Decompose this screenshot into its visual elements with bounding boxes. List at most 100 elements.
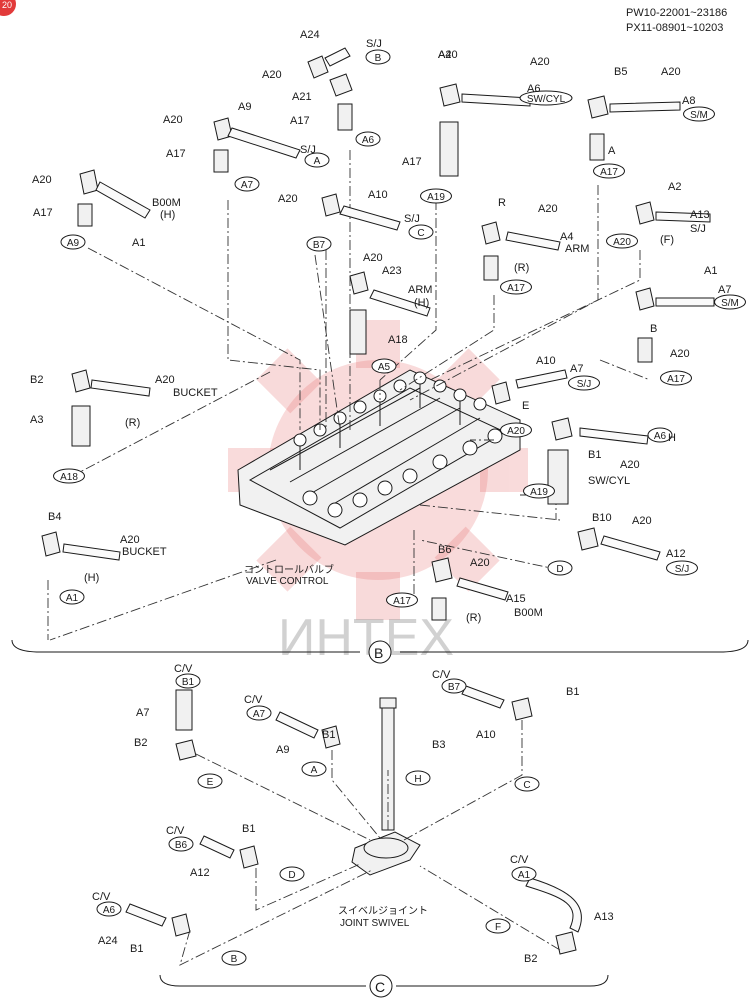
reference-tag-oval [365,49,391,65]
part-label: C/V [166,825,185,837]
serial-range-2: PX11-08901~10203 [626,22,723,34]
reference-tag-oval [666,560,698,576]
reference-tag-oval [519,90,573,106]
reference-tag-oval [246,705,272,721]
part-label: E [522,400,529,412]
part-label: A24 [98,935,118,947]
reference-tag-oval [441,678,467,694]
part-label: A9 [276,744,289,756]
reference-tag-oval [511,866,537,882]
reference-tag-label: A17 [393,596,411,607]
part-label: A20 [155,374,175,386]
reference-tag-oval [386,592,418,608]
reference-tag-oval [306,236,332,252]
reference-tag-label: S/J [577,379,591,390]
reference-tag-label: S/M [690,110,708,121]
part-label: S/J [366,38,382,50]
part-label: A9 [238,101,251,113]
part-label: A1 [704,265,717,277]
reference-tag-oval [420,188,452,204]
part-label: B1 [242,823,255,835]
part-label: B1 [130,943,143,955]
part-label: B6 [438,544,451,556]
reference-tag-oval [96,901,122,917]
part-label: A4 [560,231,573,243]
group-c-parts [125,685,582,955]
part-label: B [650,323,657,335]
group-c-bracket [159,974,609,987]
swivel-label-en: JOINT SWIVEL [340,918,410,929]
reference-tag-oval [568,375,600,391]
reference-tag-oval [53,468,85,484]
reference-tag-oval [234,176,260,192]
part-label: A2 [668,181,681,193]
group-c-marker: C [375,979,385,995]
watermark-text: ИНТЕХ [278,609,454,667]
reference-tag-oval [714,294,746,310]
reference-tag-label: B7 [313,240,326,251]
part-label: A [608,145,616,157]
part-label: S/J [404,213,420,225]
part-label: B00M [514,607,543,619]
reference-tag-oval [647,427,673,443]
reference-tag-label: A18 [60,472,78,483]
part-label: H [668,432,676,444]
reference-tag-oval [59,589,85,605]
page-badge-text: 20 [2,0,12,10]
part-label: B4 [48,511,61,523]
group-b-reference-tags [53,49,746,608]
reference-tag-label: A5 [378,362,391,373]
part-label: A13 [594,911,614,923]
part-label: (R) [466,612,481,624]
reference-tag-oval [606,233,638,249]
group-c-marker-circle [369,974,393,998]
part-label: A20 [670,348,690,360]
part-label: A20 [363,252,383,264]
reference-tag-label: A20 [613,237,631,248]
part-label: S/J [690,223,706,235]
part-label: A7 [570,363,583,375]
reference-tag-oval [514,776,540,792]
part-label: A1 [132,237,145,249]
part-label: A12 [190,867,210,879]
reference-tag-label: A1 [66,593,79,604]
reference-tag-label: S/J [675,564,689,575]
part-label: (R) [125,417,140,429]
part-label: A7 [136,707,149,719]
reference-tag-oval [355,131,381,147]
reference-tag-label: B [375,53,382,64]
part-label: BUCKET [122,546,167,558]
part-label: A17 [290,115,310,127]
reference-tag-label: A19 [427,192,445,203]
reference-tag-label: B7 [448,682,461,693]
part-label: (F) [660,234,674,246]
reference-tag-oval [60,234,86,250]
reference-tag-oval [523,483,555,499]
reference-tag-oval [405,770,431,786]
reference-tag-label: A9 [67,238,80,249]
part-label: A12 [666,548,686,560]
part-label: A6 [527,83,540,95]
joint-swivel [351,697,421,876]
group-b-bracket [11,639,749,653]
part-label: B2 [134,737,147,749]
part-label: B1 [322,729,335,741]
reference-tag-oval [175,673,201,689]
part-label: A20 [163,114,183,126]
part-label: A4 [438,49,451,61]
part-label: A15 [506,593,526,605]
part-label: A20 [32,174,52,186]
part-label: A20 [438,49,458,61]
group-b-marker: B [374,645,383,661]
reference-tag-label: A17 [667,374,685,385]
reference-tag-label: D [556,564,563,575]
group-b-marker-circle [368,640,392,664]
part-label: (H) [160,209,175,221]
group-c-leader-lines [179,720,561,966]
part-label: B10 [592,512,612,524]
reference-tag-label: A [314,156,321,167]
part-label: A20 [632,515,652,527]
reference-tag-label: A [311,765,318,776]
